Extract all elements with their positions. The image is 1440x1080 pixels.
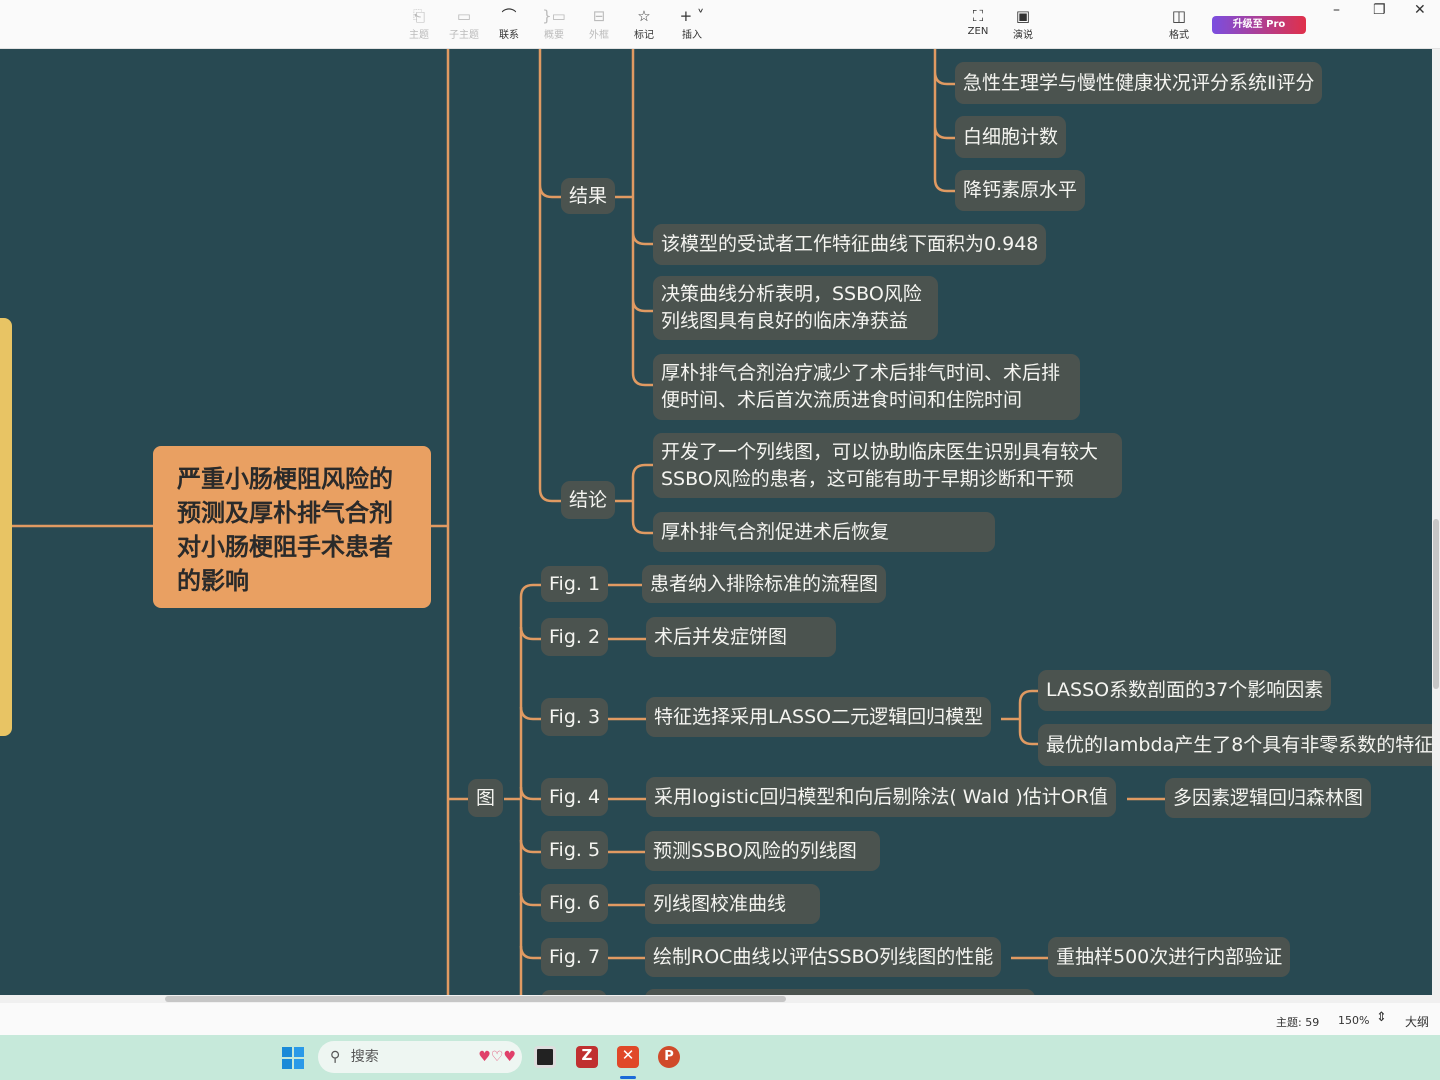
outline-button[interactable]: 大纲 [1405,1015,1430,1029]
topic-fig-child[interactable]: 最优的lambda产生了8个具有非零系数的特征 [1038,724,1432,766]
toolbar: ⎗主题 ▭子主题 ⌒联系 }▭概要 ⊟外框 ☆标记 + ˅插入 ⛶ZEN ▣演说… [0,0,1440,49]
vertical-scrollbar[interactable] [1432,49,1440,1003]
summary-button[interactable]: }▭概要 [531,6,577,41]
topic-fig-text[interactable]: 特征选择采用LASSO二元逻辑回归模型 [646,697,992,737]
topic-results-item[interactable]: 决策曲线分析表明，SSBO风险列线图具有良好的临床净获益 [653,276,938,340]
topic-conclusion-item[interactable]: 开发了一个列线图，可以协助临床医生识别具有较大SSBO风险的患者，这可能有助于早… [653,433,1122,498]
format-panel-icon: ◫ [1171,7,1187,25]
topic-results-sub[interactable]: 急性生理学与慢性健康状况评分系统Ⅱ评分 [955,62,1323,104]
mindmap-canvas[interactable]: 严重小肠梗阻风险的预测及厚朴排气合剂对小肠梗阻手术患者的影响 结果 急性生理学与… [0,49,1432,995]
zen-icon: ⛶ [972,7,984,25]
topic-fig-text-partial[interactable] [645,989,1035,995]
topic-results-item[interactable]: 该模型的受试者工作特征曲线下面积为0.948 [653,224,1047,265]
pitch-button[interactable]: ▣演说 [1000,6,1046,41]
topic-fig-text[interactable]: 绘制ROC曲线以评估SSBO列线图的性能 [645,937,1002,977]
central-topic[interactable]: 严重小肠梗阻风险的预测及厚朴排气合剂对小肠梗阻手术患者的影响 [153,446,431,608]
insert-button[interactable]: + ˅插入 [669,6,715,41]
zoom-level[interactable]: 150% [1338,1014,1370,1027]
windows-start-icon[interactable] [282,1047,304,1069]
connector-lines [12,49,1165,995]
topic-fig-text[interactable]: 预测SSBO风险的列线图 [645,831,880,871]
topic-fig-label-partial[interactable] [541,990,607,995]
topic-count: 主题: 59 [1276,1016,1320,1029]
topic-results-sub[interactable]: 降钙素原水平 [955,170,1086,211]
active-app-indicator [620,1076,636,1079]
boundary-button[interactable]: ⊟外框 [576,6,622,41]
app-icon-powerpoint[interactable]: P [658,1046,680,1068]
topic-fig-child[interactable]: 重抽样500次进行内部验证 [1048,937,1291,977]
star-icon: ☆ [637,7,651,25]
topic-results-sub[interactable]: 白细胞计数 [955,116,1067,158]
topic-results[interactable]: 结果 [561,178,616,214]
topic-fig-text[interactable]: 列线图校准曲线 [645,884,820,924]
taskbar: ⚲ 搜索 ♥♡♥ Z ✕ P [0,1035,1440,1080]
marker-button[interactable]: ☆标记 [621,6,667,41]
summary-icon: }▭ [542,7,566,25]
app-icon-terminal[interactable] [534,1046,556,1068]
horizontal-scroll-thumb[interactable] [165,996,786,1002]
horizontal-scrollbar[interactable] [0,995,1432,1003]
topic-fig-text[interactable]: 患者纳入排除标准的流程图 [642,565,887,603]
topic-conclusion[interactable]: 结论 [561,481,616,519]
search-icon: ⚲ [330,1049,341,1065]
subtopic-button[interactable]: ▭子主题 [441,6,487,41]
parent-topic-edge[interactable] [0,318,12,736]
zoom-stepper-icon[interactable]: ⇕ [1376,1010,1387,1025]
topic-fig-label[interactable]: Fig. 5 [541,831,609,869]
topic-fig-label[interactable]: Fig. 1 [541,566,609,602]
topic-fig-label[interactable]: Fig. 7 [541,938,609,976]
vertical-scroll-thumb[interactable] [1433,519,1439,689]
topic-fig-label[interactable]: Fig. 3 [541,698,609,736]
topic-results-item[interactable]: 厚朴排气合剂治疗减少了术后排气时间、术后排便时间、术后首次流质进食时间和住院时间 [653,354,1080,420]
relationship-button[interactable]: ⌒联系 [486,6,532,41]
topic-button[interactable]: ⎗主题 [396,6,442,41]
app-icon-zotero[interactable]: Z [576,1046,598,1068]
play-icon: ▣ [1015,7,1031,25]
format-button[interactable]: ◫格式 [1156,6,1202,41]
zen-button[interactable]: ⛶ZEN [955,6,1001,37]
topic-figures[interactable]: 图 [468,779,504,817]
plus-icon: + ˅ [679,7,705,25]
topic-fig-child[interactable]: LASSO系数剖面的37个影响因素 [1038,670,1332,711]
app-icon-xmind[interactable]: ✕ [617,1046,639,1068]
minimize-button[interactable]: – [1333,2,1340,18]
topic-conclusion-item[interactable]: 厚朴排气合剂促进术后恢复 [653,512,995,552]
topic-fig-label[interactable]: Fig. 6 [541,884,609,922]
close-button[interactable]: ✕ [1414,2,1426,18]
topic-fig-text[interactable]: 术后并发症饼图 [646,617,836,657]
search-highlight-icon: ♥♡♥ [478,1049,516,1065]
boundary-icon: ⊟ [592,7,606,25]
upgrade-pro-button[interactable]: 升级至 Pro [1212,16,1306,34]
topic-fig-child[interactable]: 多因素逻辑回归森林图 [1165,778,1372,818]
restore-button[interactable]: ❐ [1373,2,1386,18]
taskbar-search[interactable]: ⚲ 搜索 ♥♡♥ [318,1041,522,1073]
topic-fig-label[interactable]: Fig. 2 [541,618,609,656]
topic-icon: ⎗ [412,7,425,25]
topic-fig-label[interactable]: Fig. 4 [541,778,609,816]
status-bar: 主题: 59 150% ⇕ 大纲 [0,1003,1440,1035]
topic-fig-text[interactable]: 采用logistic回归模型和向后剔除法( Wald )估计OR值 [646,777,1116,817]
subtopic-icon: ▭ [456,7,472,25]
relationship-icon: ⌒ [501,7,517,25]
